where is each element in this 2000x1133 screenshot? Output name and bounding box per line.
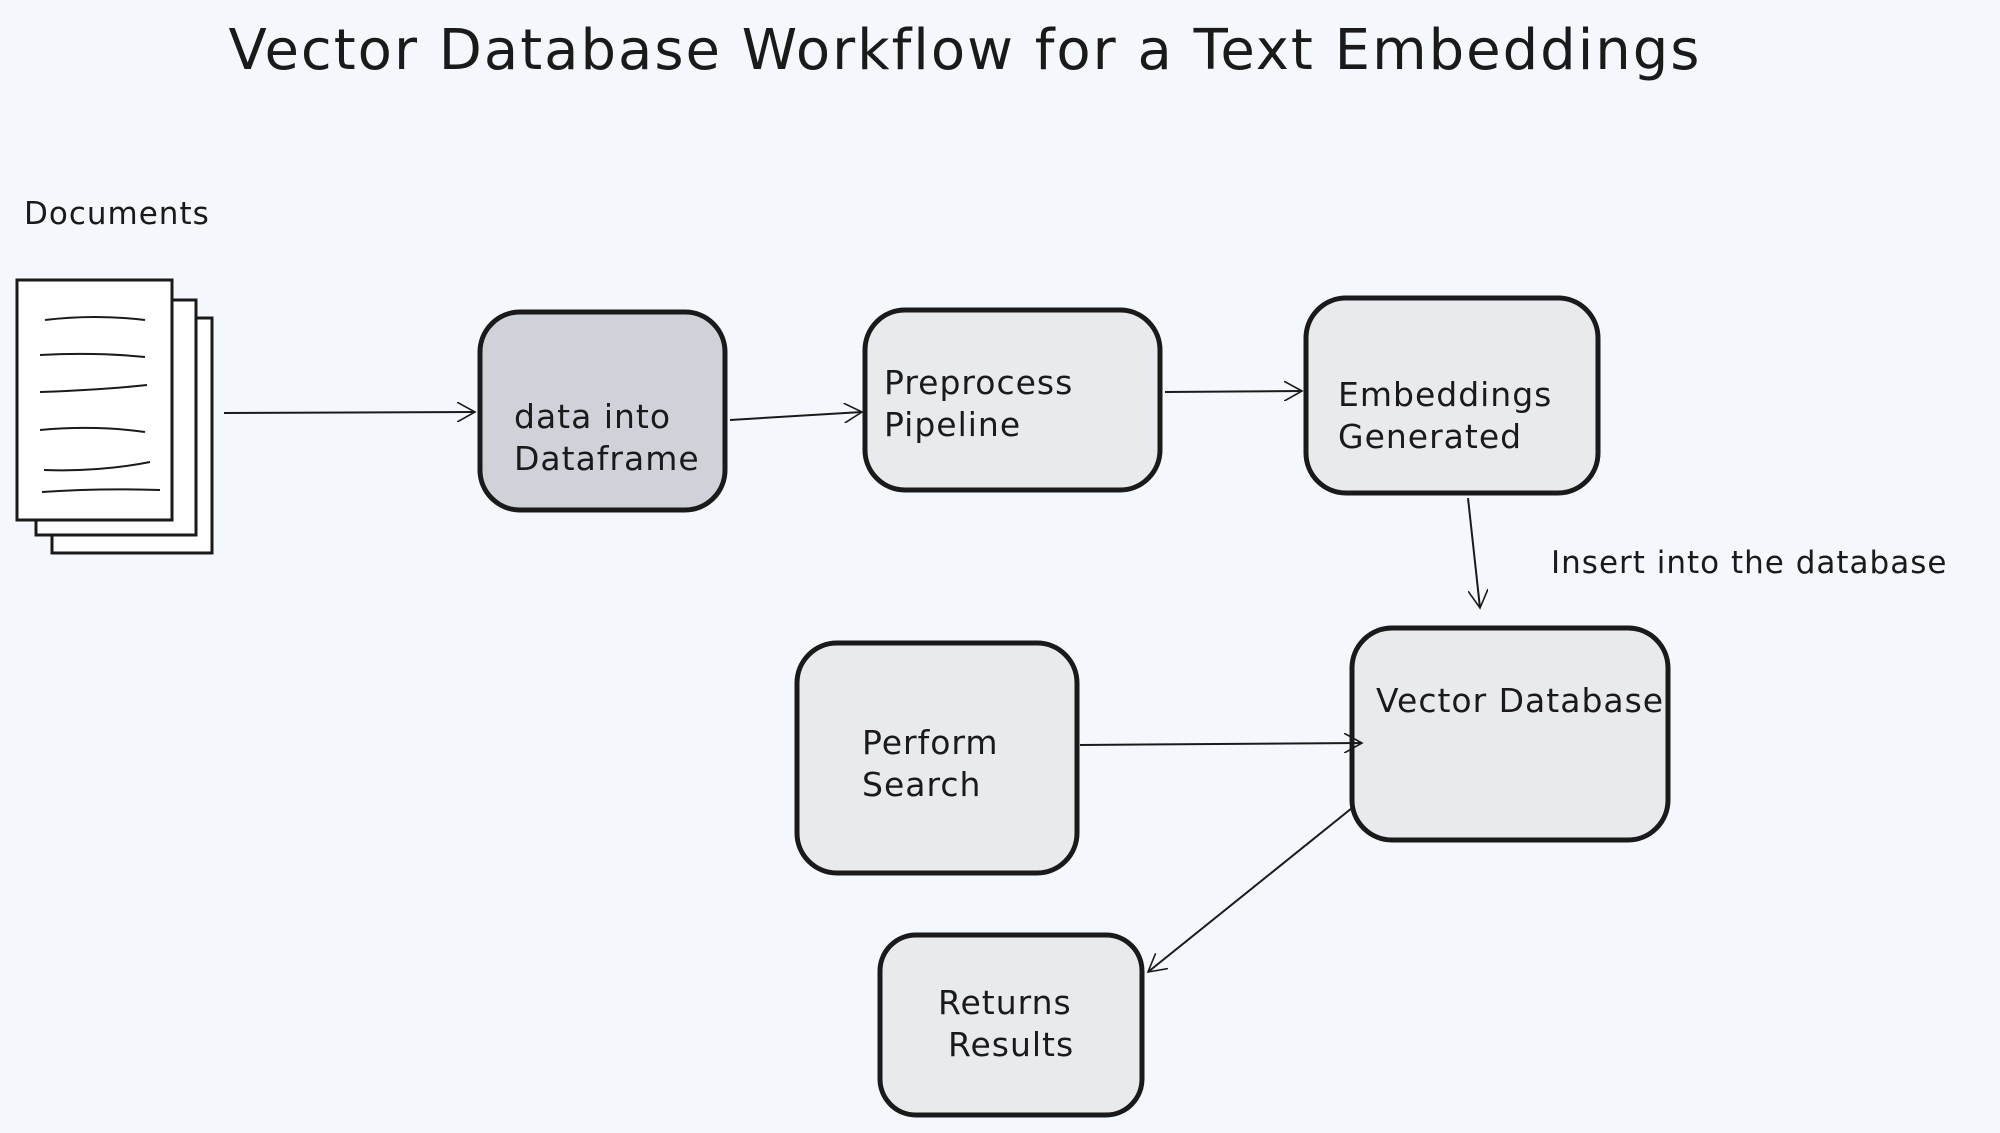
vectordb-line1: Vector Database bbox=[1376, 681, 1665, 720]
preprocess-line1: Preprocess bbox=[884, 363, 1074, 402]
embeddings-node-text: Embeddings Generated bbox=[1338, 374, 1552, 458]
preprocess-line2: Pipeline bbox=[884, 405, 1022, 444]
search-node-box[interactable] bbox=[794, 640, 1080, 876]
results-node-box[interactable] bbox=[877, 932, 1145, 1118]
arrow-embeddings-to-vectordb bbox=[1467, 497, 1480, 608]
dataframe-node-text: data into Dataframe bbox=[514, 396, 700, 480]
embeddings-node-box[interactable] bbox=[1303, 295, 1601, 496]
preprocess-node-text: Preprocess Pipeline bbox=[884, 362, 1073, 446]
insert-label: Insert into the database bbox=[1551, 545, 1948, 581]
arrow-documents-to-dataframe bbox=[223, 412, 475, 413]
vectordb-node-box[interactable] bbox=[1349, 625, 1671, 843]
dataframe-line2: Dataframe bbox=[514, 439, 700, 478]
embeddings-line1: Embeddings bbox=[1338, 375, 1553, 414]
search-line1: Perform bbox=[862, 723, 999, 762]
arrow-preprocess-to-embeddings bbox=[1164, 391, 1302, 392]
dataframe-line1: data into bbox=[514, 397, 672, 436]
documents-icon bbox=[15, 278, 214, 555]
diagram-title: Vector Database Workflow for a Text Embe… bbox=[228, 18, 1702, 83]
arrow-dataframe-to-preprocess bbox=[729, 412, 862, 420]
search-line2: Search bbox=[862, 765, 982, 804]
embeddings-line2: Generated bbox=[1338, 417, 1523, 456]
dataframe-node-box[interactable] bbox=[477, 309, 728, 513]
arrow-search-to-vectordb bbox=[1079, 743, 1362, 745]
search-node-text: Perform Search bbox=[862, 722, 999, 806]
results-line1: Returns bbox=[938, 983, 1072, 1022]
results-node-text: Returns Results bbox=[938, 982, 1074, 1066]
vectordb-node-text: Vector Database bbox=[1376, 680, 1664, 722]
results-line2: Results bbox=[948, 1025, 1075, 1064]
documents-label: Documents bbox=[24, 196, 210, 232]
arrow-vectordb-to-results bbox=[1148, 807, 1353, 972]
preprocess-node-box[interactable] bbox=[862, 307, 1163, 493]
